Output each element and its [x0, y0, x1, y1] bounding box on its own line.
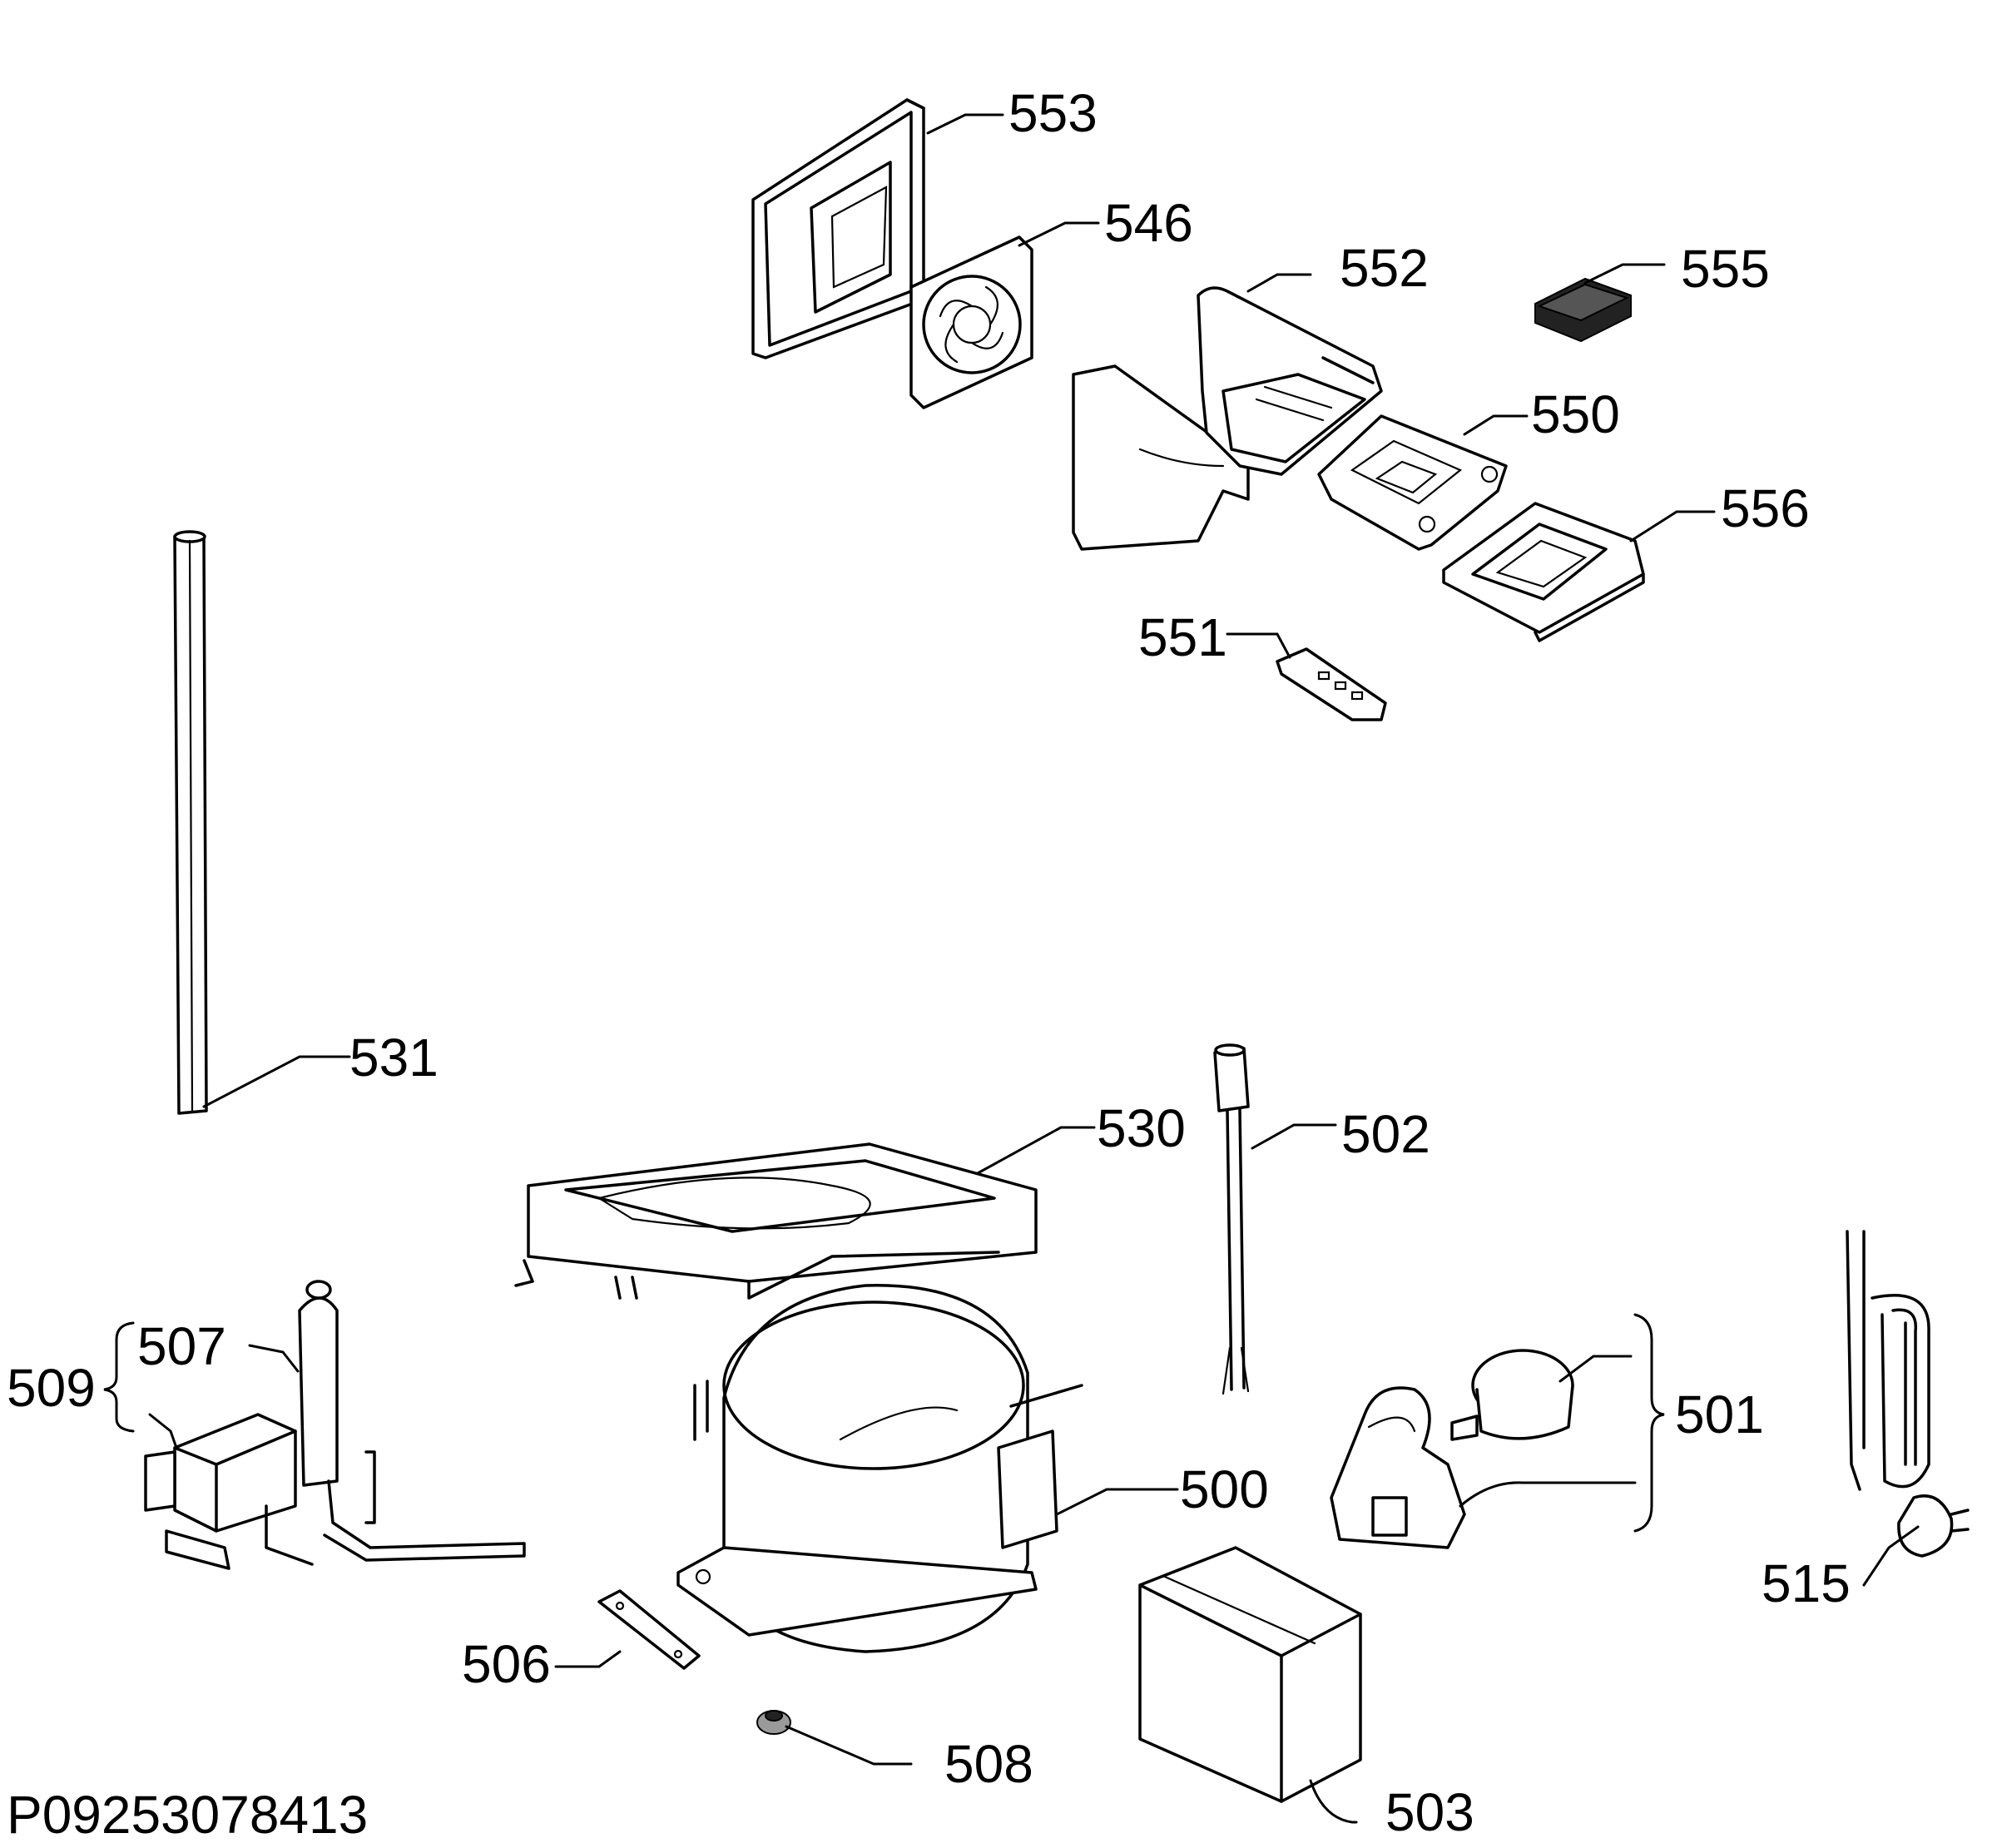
leader-550 — [1463, 414, 1529, 436]
label-531: 531 — [349, 1028, 439, 1087]
leader-555 — [1583, 263, 1666, 285]
leader-lines — [103, 113, 1920, 1824]
label-551: 551 — [1138, 607, 1227, 667]
label-501: 501 — [1675, 1385, 1764, 1444]
leader-501-a — [1558, 1355, 1633, 1383]
part-555-filter-pad[interactable] — [1534, 277, 1632, 343]
label-555: 555 — [1681, 239, 1770, 299]
part-503-cover-box[interactable] — [1138, 1546, 1362, 1803]
leader-553 — [926, 113, 1004, 135]
label-507: 507 — [137, 1316, 226, 1376]
part-506-plate[interactable] — [597, 1589, 701, 1670]
part-551-bracket[interactable] — [1276, 647, 1387, 721]
part-508-grommet[interactable] — [756, 1710, 791, 1735]
leader-556 — [1629, 510, 1716, 543]
part-500-compressor[interactable] — [676, 1284, 1083, 1653]
label-503: 503 — [1385, 1782, 1474, 1842]
label-509: 509 — [7, 1358, 96, 1418]
label-550: 550 — [1531, 384, 1620, 444]
leader-501-b — [1459, 1481, 1637, 1508]
label-530: 530 — [1097, 1098, 1186, 1158]
part-509-valve-assembly[interactable] — [144, 1413, 314, 1570]
label-553: 553 — [1008, 83, 1098, 143]
label-506: 506 — [462, 1634, 551, 1694]
label-508: 508 — [944, 1734, 1033, 1794]
part-507-drier[interactable] — [298, 1280, 526, 1562]
part-515-heater-cable[interactable] — [1846, 1230, 1970, 1558]
part-531-tube[interactable] — [173, 530, 208, 1115]
part-550-flap-frame[interactable] — [1317, 414, 1508, 551]
part-556-drip-tray[interactable] — [1442, 502, 1645, 642]
part-502-probe[interactable] — [1213, 1043, 1250, 1395]
leader-507 — [248, 1344, 300, 1373]
leader-508 — [785, 1725, 913, 1766]
part-530-tray[interactable] — [514, 1142, 1038, 1300]
leader-515 — [1862, 1525, 1920, 1587]
leader-502 — [1251, 1123, 1337, 1150]
drawing-code: P09253078413 — [7, 1785, 368, 1845]
leader-506 — [554, 1650, 622, 1668]
part-546-fan[interactable] — [909, 235, 1033, 409]
leader-501-brace — [1633, 1313, 1665, 1533]
leader-531 — [202, 1055, 351, 1108]
label-552: 552 — [1340, 238, 1429, 298]
part-501-relay[interactable] — [1330, 1349, 1574, 1549]
part-552-dispenser-housing[interactable] — [1072, 286, 1383, 551]
label-556: 556 — [1721, 478, 1810, 538]
part-553-grille-panel[interactable] — [751, 98, 925, 359]
leader-503 — [1309, 1779, 1358, 1824]
label-515: 515 — [1762, 1553, 1851, 1613]
leader-552 — [1246, 273, 1312, 293]
leader-530 — [976, 1126, 1096, 1175]
part-labels: 553 546 552 555 550 556 551 531 530 502 … — [7, 83, 1851, 1842]
leader-509-brace — [103, 1321, 135, 1433]
label-502: 502 — [1341, 1104, 1430, 1164]
leader-500 — [1055, 1488, 1179, 1516]
leader-551 — [1226, 632, 1291, 659]
label-500: 500 — [1180, 1459, 1269, 1519]
leader-509 — [148, 1413, 178, 1449]
label-546: 546 — [1104, 193, 1193, 253]
leader-546 — [1018, 221, 1100, 247]
